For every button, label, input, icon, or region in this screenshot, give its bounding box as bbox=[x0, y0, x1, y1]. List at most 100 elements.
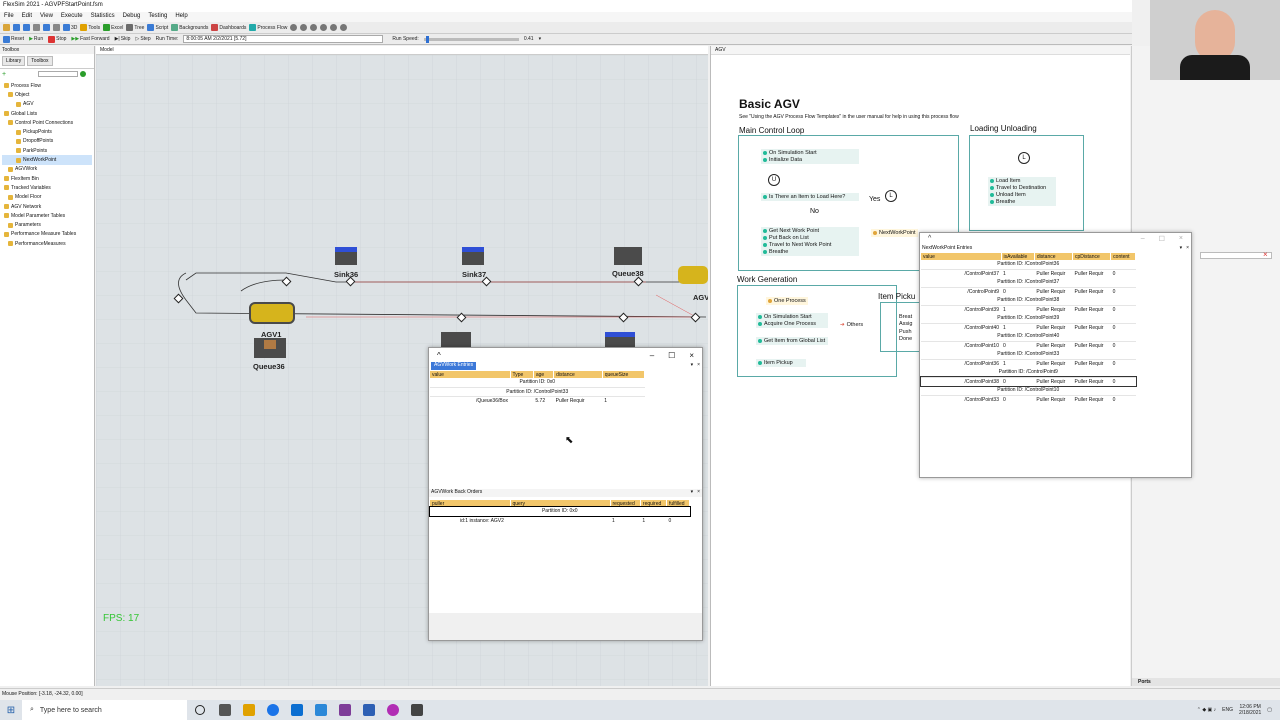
done-activity[interactable]: Done bbox=[881, 336, 924, 344]
collapse-icon[interactable]: ^ bbox=[437, 351, 441, 360]
toolbar-backgrounds-button[interactable]: Backgrounds bbox=[171, 24, 208, 31]
tab-library[interactable]: Library bbox=[2, 56, 26, 66]
maximize-icon[interactable]: ☐ bbox=[668, 351, 676, 360]
menu-view[interactable]: View bbox=[40, 13, 53, 19]
toolbar-icon[interactable] bbox=[23, 24, 30, 31]
toolbar-script-button[interactable]: Script bbox=[147, 24, 168, 31]
tree-item[interactable]: Process Flow bbox=[2, 81, 92, 90]
on-simulation-start-activity[interactable]: On Simulation Start bbox=[756, 313, 828, 321]
properties-search-input[interactable] bbox=[1200, 252, 1272, 259]
edge-icon[interactable] bbox=[267, 704, 279, 716]
close-icon[interactable]: × bbox=[689, 351, 694, 360]
queue38-object[interactable] bbox=[614, 247, 642, 265]
visual-studio-icon[interactable] bbox=[339, 704, 351, 716]
queue-object[interactable] bbox=[441, 332, 471, 348]
column-header[interactable]: Type bbox=[510, 371, 534, 378]
push-activity[interactable]: Push bbox=[881, 328, 924, 336]
get-next-work-point-activity[interactable]: Get Next Work Point bbox=[761, 227, 859, 235]
tree-item[interactable]: NextWorkPoint bbox=[2, 155, 92, 165]
tab-toolbox[interactable]: Toolbox bbox=[27, 56, 53, 66]
agv-flow-tab[interactable]: AGV bbox=[711, 46, 1130, 55]
toolbar-icon[interactable] bbox=[33, 24, 40, 31]
close-icon[interactable]: × bbox=[1263, 250, 1268, 259]
acquire-one-process-activity[interactable]: Acquire One Process bbox=[756, 320, 828, 328]
tree-item[interactable]: PerformanceMeasures bbox=[2, 239, 92, 248]
table-row[interactable]: Partition ID: 0x0 bbox=[430, 378, 645, 388]
toolbar-icon[interactable] bbox=[13, 24, 20, 31]
travel-destination-activity[interactable]: Travel to Destination bbox=[988, 184, 1056, 192]
others-link[interactable]: ➔Others bbox=[840, 321, 863, 329]
tree-item[interactable]: FlexItem Bin bbox=[2, 174, 92, 183]
windows-start-icon[interactable]: ⊞ bbox=[6, 704, 16, 716]
travel-activity[interactable]: Travel to Next Work Point bbox=[761, 241, 859, 249]
column-header[interactable]: query bbox=[510, 500, 611, 507]
menu-help[interactable]: Help bbox=[175, 13, 188, 19]
table-row[interactable]: Partition ID: /ControlPoint10 bbox=[921, 386, 1136, 396]
breathe-activity[interactable]: Breathe bbox=[988, 198, 1056, 206]
column-header[interactable]: distance bbox=[553, 371, 603, 378]
language-indicator[interactable]: ENG bbox=[1222, 707, 1234, 713]
agv1-object[interactable] bbox=[249, 302, 295, 324]
table-row[interactable]: Partition ID: /ControlPoint36 bbox=[921, 260, 1136, 270]
assign-activity[interactable]: Assig bbox=[881, 321, 924, 329]
toolbar-excel-button[interactable]: Excel bbox=[103, 24, 123, 31]
close-icon[interactable]: × bbox=[697, 489, 700, 495]
main-control-loop-box[interactable]: On Simulation Start Initialize Data U Is… bbox=[738, 135, 959, 271]
unload-item-activity[interactable]: Unload Item bbox=[988, 191, 1056, 199]
initialize-data-activity[interactable]: Initialize Data bbox=[761, 156, 859, 164]
view-option-icon[interactable] bbox=[320, 24, 328, 31]
column-header[interactable]: content bbox=[1110, 253, 1136, 260]
sink36-object[interactable] bbox=[335, 247, 357, 265]
backorders-tab[interactable]: AGVWork Back Orders bbox=[431, 489, 483, 495]
tree-item[interactable]: AGV bbox=[2, 100, 92, 109]
nwp-tab[interactable]: NextWorkPoint Entries bbox=[922, 245, 973, 251]
column-header[interactable]: isAvailable bbox=[1001, 253, 1035, 260]
load-item-activity[interactable]: Load Item bbox=[988, 177, 1056, 185]
toolbar-dashboards-button[interactable]: Dashboards bbox=[211, 24, 246, 31]
close-icon[interactable]: × bbox=[697, 362, 700, 368]
column-header[interactable]: value bbox=[921, 253, 1002, 260]
breathe-activity[interactable]: Breat bbox=[881, 313, 924, 321]
refresh-icon[interactable] bbox=[80, 71, 87, 77]
close-icon[interactable]: × bbox=[1186, 245, 1189, 251]
notifications-icon[interactable]: ▢ bbox=[1267, 707, 1272, 713]
view-option-icon[interactable] bbox=[310, 24, 318, 31]
visual-studio-code-icon[interactable] bbox=[315, 704, 327, 716]
loading-unloading-box[interactable]: L Load Item Travel to Destination Unload… bbox=[969, 135, 1084, 231]
menu-testing[interactable]: Testing bbox=[148, 13, 168, 19]
column-header[interactable]: queueSize bbox=[602, 371, 646, 378]
tree-item[interactable]: Tracked Variables bbox=[2, 183, 92, 192]
reset-button[interactable]: Reset bbox=[3, 35, 24, 43]
table-row[interactable]: Partition ID: /ControlPoint33 bbox=[430, 387, 645, 397]
menu-execute[interactable]: Execute bbox=[60, 13, 83, 19]
taskbar-search[interactable]: ⌕Type here to search bbox=[22, 700, 187, 720]
sink37-object[interactable] bbox=[462, 247, 484, 265]
item-pickup-activity[interactable]: Item Pickup bbox=[756, 359, 806, 367]
tree-item[interactable]: Global Lists bbox=[2, 109, 92, 118]
app-icon[interactable] bbox=[291, 704, 303, 716]
menu-file[interactable]: File bbox=[4, 13, 14, 19]
queue36-object[interactable] bbox=[254, 338, 286, 358]
menu-statistics[interactable]: Statistics bbox=[90, 13, 115, 19]
put-back-on-list-activity[interactable]: Put Back on List bbox=[761, 234, 859, 242]
ports-section[interactable]: Ports bbox=[1132, 678, 1280, 686]
decide-activity[interactable]: Is There an Item to Load Here? bbox=[761, 193, 859, 201]
table-row[interactable]: Partition ID: /ControlPoint40 bbox=[921, 332, 1136, 342]
run-button[interactable]: ▶Run bbox=[29, 36, 44, 42]
dropdown-icon[interactable]: ▾ bbox=[1179, 245, 1183, 251]
collapse-icon[interactable]: ^ bbox=[928, 235, 932, 242]
view-option-icon[interactable] bbox=[290, 24, 298, 31]
skip-button[interactable]: ▶|Skip bbox=[114, 36, 131, 42]
column-header[interactable]: cpDistance bbox=[1072, 253, 1112, 260]
column-header[interactable]: age bbox=[533, 371, 555, 378]
maximize-icon[interactable]: ☐ bbox=[1158, 236, 1165, 243]
table-row[interactable]: Partition ID: /ControlPoint37 bbox=[921, 278, 1136, 288]
tree-item[interactable]: ParkPoints bbox=[2, 146, 92, 155]
